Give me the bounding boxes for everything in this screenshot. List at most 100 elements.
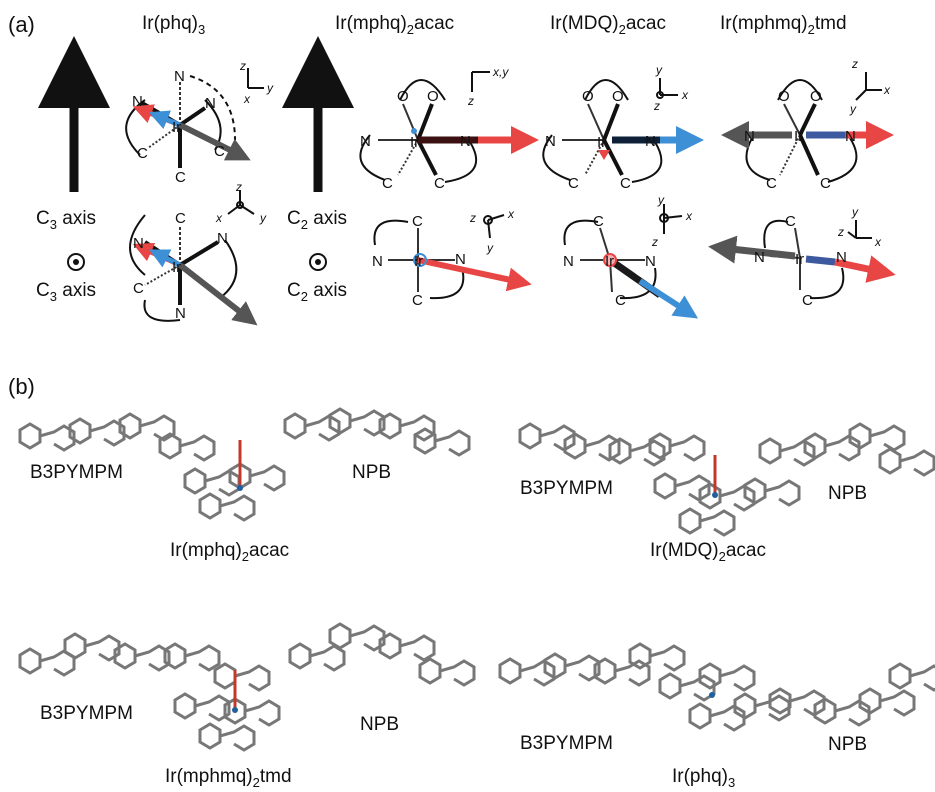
mphmq-bottom-axis-z: z [837, 225, 844, 239]
phq3-top-axis-triad [247, 68, 264, 89]
mphmq-top-axis-z: z [851, 57, 858, 71]
mdq-top-n-atom-1: N [545, 133, 556, 150]
mphmq-top-n-atom-2: N [845, 128, 856, 145]
mdq-bottom-c-atom-2: C [615, 292, 626, 309]
phq3-cell-npb-molecule [768, 662, 935, 727]
mdq-bottom-n-atom-2: N [645, 253, 656, 270]
mphmq-bottom-axis-x: x [874, 235, 882, 249]
phq3-top-axis-x: x [243, 92, 251, 106]
mdq-cell-b3pympm-molecule [518, 422, 706, 467]
c3-axis-label-upper: C3 axis [36, 208, 96, 232]
title-mphq-sub: 2 [407, 22, 414, 37]
mphq-top-o-atom-1: O [397, 88, 409, 105]
mdq-cell-host2-label: NPB [828, 483, 867, 504]
mphq-top-c-atom-2: C [434, 175, 445, 192]
phq3-bottom-n-atom-3: N [175, 305, 186, 322]
panel-b-label: (b) [8, 374, 35, 399]
title-mphq-base: Ir(mphq) [335, 13, 407, 34]
c3-axis-label-lower: C3 axis [36, 280, 96, 304]
title-mphmq-sub: 2 [808, 22, 815, 37]
mphmq-bottom-axis-y: y [851, 205, 859, 219]
mphq-bottom-axis-z: z [469, 211, 476, 225]
mphmq-top-axis-y: y [849, 102, 857, 116]
phq3-cell-dopant-molecule [658, 662, 791, 732]
phq3-top-structure [125, 75, 251, 168]
mphq-bottom-axis-y: y [486, 241, 494, 255]
mdq-bottom-axis-triad [659, 204, 683, 234]
mdq-top-o-atom-2: O [612, 88, 624, 105]
mphmq-bottom-c-atom-1: C [785, 213, 796, 230]
title-mphq-acac: Ir(mphq)2acac [335, 13, 454, 37]
mphmq-top-structure [721, 79, 894, 183]
mdq-bottom-structure [563, 219, 699, 319]
mdq-cell-host1-label: B3PYMPM [520, 478, 613, 499]
mphq-top-o-atom-2: O [427, 88, 439, 105]
mphq-cell-dopant-molecule [183, 440, 286, 522]
phq3-bottom-axis-triad [227, 190, 255, 215]
phq3-top-axis-y: y [266, 81, 274, 95]
mphq-bottom-structure [373, 219, 532, 300]
mdq-bottom-axis-x: x [685, 209, 693, 223]
mphmq-bottom-axis-triad [847, 220, 872, 239]
phq3-top-ir-atom: Ir [172, 119, 181, 136]
c3-out-of-plane-marker [67, 253, 85, 271]
mphmq-top-axis-x: x [883, 83, 891, 97]
mphmq-cell-host2-label: NPB [360, 714, 399, 735]
phq3-top-c-atom-1: C [137, 145, 148, 162]
title-mdq-tail: acac [626, 13, 666, 34]
mdq-bottom-n-atom-1: N [563, 253, 574, 270]
mdq-top-c-atom-2: C [620, 175, 631, 192]
phq3-top-n-atom-2: N [132, 93, 143, 110]
mphq-cell-dopant-label: Ir(mphq)2acac [170, 540, 289, 564]
mphmq-bottom-c-atom-2: C [802, 292, 813, 309]
mdq-bottom-axis-z: z [651, 235, 658, 249]
mphmq-cell-host1-label: B3PYMPM [40, 703, 133, 724]
mphq-top-structure [359, 79, 539, 183]
mphq-top-n-atom-1: N [360, 133, 371, 150]
mphmq-top-o-atom-1: O [778, 88, 790, 105]
c2-axis-label-upper: C2 axis [287, 208, 347, 232]
title-mdq-sub: 2 [619, 22, 626, 37]
mdq-top-axis-triad [656, 78, 678, 99]
phq3-top-n-atom-1: N [174, 68, 185, 85]
title-mdq-base: Ir(MDQ) [550, 13, 619, 34]
mphmq-top-n-atom-1: N [744, 128, 755, 145]
mdq-cell-dopant-molecule [653, 455, 801, 537]
title-mphmq-tmd: Ir(mphmq)2tmd [720, 13, 847, 37]
phq3-bottom-c-atom-1: C [175, 210, 186, 227]
mphq-cell-host2-label: NPB [352, 462, 391, 483]
mdq-bottom-ir-atom: Ir [605, 253, 614, 270]
mphmq-bottom-ir-atom: Ir [795, 251, 804, 268]
mdq-top-axis-y: y [655, 63, 663, 77]
mphmq-cell-b3pympm-molecule [18, 632, 221, 677]
mphmq-cell-npb-molecule [288, 622, 476, 687]
mdq-bottom-axis-y: y [657, 193, 665, 207]
c2-axis-label-lower: C2 axis [287, 280, 347, 304]
c2-out-of-plane-marker [309, 253, 327, 271]
mphmq-top-c-atom-2: C [820, 175, 831, 192]
mphmq-top-axis-triad [855, 72, 882, 101]
mdq-top-c-atom-1: C [568, 175, 579, 192]
mphq-bottom-axis-x: x [507, 207, 515, 221]
mphq-bottom-c-atom-1: C [412, 213, 423, 230]
mphq-top-ir-atom: Ir [410, 134, 419, 151]
mphmq-bottom-n-atom-2: N [836, 249, 847, 266]
mphq-cell-b3pympm-molecule [18, 412, 216, 462]
mphq-bottom-n-atom-1: N [372, 253, 383, 270]
mphmq-top-c-atom-1: C [766, 175, 777, 192]
phq3-top-n-atom-3: N [205, 95, 216, 112]
title-mphmq-tail: tmd [815, 13, 847, 34]
mdq-top-axis-z: z [653, 99, 660, 113]
phq3-cell-b3pympm-molecule [498, 642, 686, 687]
phq3-top-c-atom-2: C [214, 143, 225, 160]
mphmq-bottom-n-atom-1: N [754, 249, 765, 266]
phq3-bottom-n-atom-2: N [217, 230, 228, 247]
mphmq-top-ir-atom: Ir [794, 128, 803, 145]
title-mphmq-base: Ir(mphmq) [720, 13, 808, 34]
mdq-top-ir-atom: Ir [597, 134, 606, 151]
mphq-cell-host1-label: B3PYMPM [30, 462, 123, 483]
mphq-top-c-atom-1: C [382, 175, 393, 192]
phq3-top-axis-z: z [239, 59, 246, 73]
mphq-bottom-axis-triad [483, 214, 505, 239]
